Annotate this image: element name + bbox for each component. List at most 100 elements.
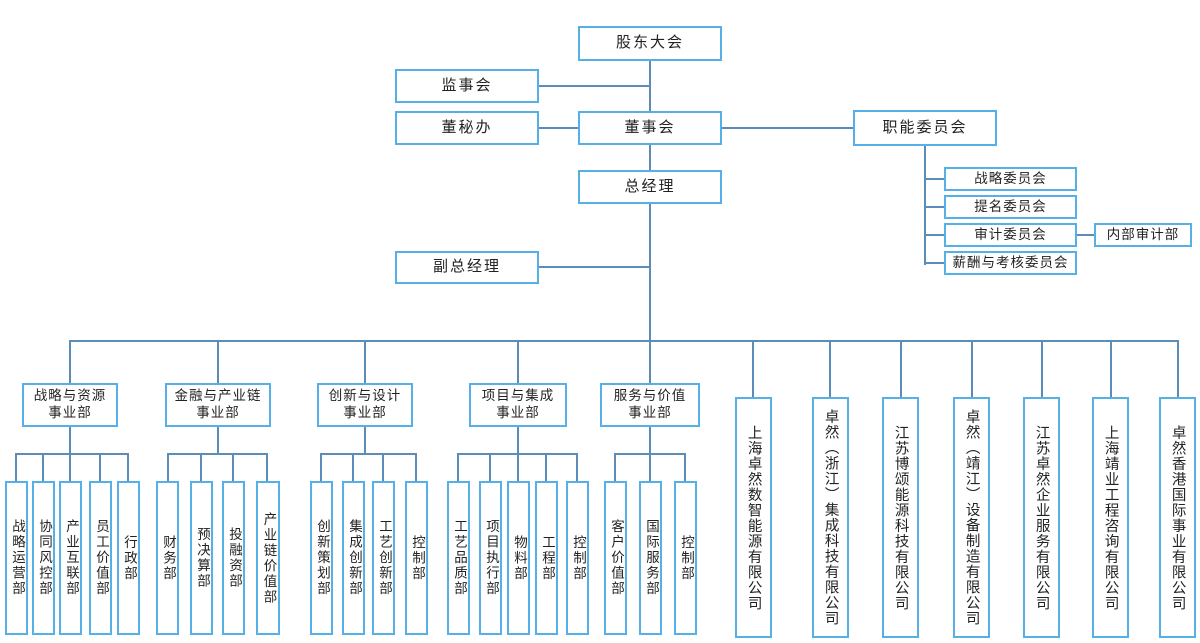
connector-line — [649, 145, 651, 171]
connector-line — [232, 453, 234, 481]
node-supervisory-board: 监事会 — [395, 69, 539, 103]
connector-line — [99, 453, 101, 481]
connector-line — [517, 340, 519, 383]
connector-line — [649, 204, 651, 342]
connector-line — [364, 340, 366, 383]
connector-line — [924, 262, 944, 264]
node-department: 创新策划部 — [310, 481, 333, 635]
node-subsidiary: 卓然香港国际事业有限公司 — [1159, 397, 1196, 638]
node-department: 控制部 — [405, 481, 428, 635]
connector-line — [649, 453, 651, 481]
connector-line — [649, 340, 651, 383]
division-name-line2: 事业部 — [48, 405, 92, 420]
node-department: 预决算部 — [190, 481, 213, 635]
node-general-manager: 总经理 — [578, 170, 722, 204]
connector-line — [1077, 234, 1094, 236]
node-deputy-general-manager: 副总经理 — [395, 251, 539, 284]
node-subsidiary: 卓然（浙江）集成科技有限公司 — [812, 397, 849, 638]
node-board-of-directors: 董事会 — [578, 111, 722, 145]
node-department: 控制部 — [674, 481, 697, 635]
connector-line — [539, 85, 651, 87]
connector-line — [457, 453, 459, 481]
node-internal-audit-dept: 内部审计部 — [1094, 223, 1192, 247]
connector-line — [200, 453, 202, 481]
node-division-innovation-design: 创新与设计 事业部 — [317, 383, 413, 427]
node-department: 行政部 — [117, 481, 140, 635]
connector-line — [69, 427, 71, 455]
connector-line — [517, 427, 519, 455]
node-department: 控制部 — [566, 481, 589, 635]
node-division-strategy-resources: 战略与资源 事业部 — [22, 383, 118, 427]
connector-line — [517, 453, 519, 481]
node-subsidiary: 上海靖业工程咨询有限公司 — [1092, 397, 1129, 638]
division-name-line2: 事业部 — [196, 405, 240, 420]
connector-line — [924, 206, 944, 208]
node-subsidiary: 江苏博颂能源科技有限公司 — [882, 397, 919, 638]
division-name-line1: 服务与价值 — [613, 388, 687, 404]
connector-line — [722, 127, 853, 129]
node-subsidiary: 江苏卓然企业服务有限公司 — [1023, 397, 1060, 638]
division-name-line2: 事业部 — [343, 405, 387, 420]
node-department: 工艺创新部 — [372, 481, 395, 635]
connector-line — [1177, 340, 1179, 397]
node-department: 国际服务部 — [639, 481, 662, 635]
connector-line — [15, 453, 129, 455]
node-subsidiary: 上海卓然数智能源有限公司 — [735, 397, 772, 638]
connector-line — [69, 340, 1179, 342]
connector-line — [924, 146, 926, 265]
connector-line — [900, 340, 902, 397]
node-department: 财务部 — [156, 481, 179, 635]
connector-line — [539, 266, 651, 268]
connector-line — [415, 453, 417, 481]
connector-line — [364, 427, 366, 455]
connector-line — [320, 453, 417, 455]
connector-line — [829, 340, 831, 397]
node-board-secretary-office: 董秘办 — [395, 111, 539, 145]
division-name-line1: 创新与设计 — [328, 388, 402, 404]
connector-line — [924, 234, 944, 236]
division-name-line1: 项目与集成 — [481, 388, 555, 404]
connector-line — [684, 453, 686, 481]
connector-line — [320, 453, 322, 481]
node-subsidiary: 卓然（靖江）设备制造有限公司 — [953, 397, 990, 638]
division-name-line2: 事业部 — [628, 405, 672, 420]
division-name-line1: 金融与产业链 — [174, 388, 262, 404]
connector-line — [539, 127, 578, 129]
connector-line — [352, 453, 354, 481]
node-shareholders-meeting: 股东大会 — [578, 26, 722, 61]
node-compensation-assessment-committee: 薪酬与考核委员会 — [944, 251, 1077, 275]
node-department: 客户价值部 — [604, 481, 627, 635]
connector-line — [42, 453, 44, 481]
connector-line — [576, 453, 578, 481]
connector-line — [127, 453, 129, 481]
connector-line — [545, 453, 547, 481]
node-department: 投融资部 — [222, 481, 245, 635]
connector-line — [649, 427, 651, 455]
connector-line — [971, 340, 973, 397]
connector-line — [266, 453, 268, 481]
connector-line — [69, 453, 71, 481]
node-division-service-value: 服务与价值 事业部 — [600, 383, 700, 427]
node-department: 产业互联部 — [59, 481, 82, 635]
node-department: 员工价值部 — [89, 481, 112, 635]
node-nomination-committee: 提名委员会 — [944, 195, 1077, 219]
node-department: 产业链价值部 — [256, 481, 280, 635]
node-department: 协同风控部 — [32, 481, 55, 635]
node-division-finance-industry-chain: 金融与产业链 事业部 — [165, 383, 271, 427]
node-department: 工艺品质部 — [447, 481, 470, 635]
node-department: 项目执行部 — [479, 481, 502, 635]
connector-line — [489, 453, 491, 481]
node-division-project-integration: 项目与集成 事业部 — [469, 383, 567, 427]
node-department: 集成创新部 — [342, 481, 365, 635]
connector-line — [752, 340, 754, 397]
connector-line — [382, 453, 384, 481]
node-department: 工程部 — [535, 481, 558, 635]
node-department: 战略运营部 — [5, 481, 28, 635]
node-functional-committees: 职能委员会 — [853, 110, 997, 146]
node-strategy-committee: 战略委员会 — [944, 167, 1077, 191]
node-department: 物料部 — [507, 481, 530, 635]
connector-line — [1110, 340, 1112, 397]
division-name-line2: 事业部 — [496, 405, 540, 420]
node-audit-committee: 审计委员会 — [944, 223, 1077, 247]
